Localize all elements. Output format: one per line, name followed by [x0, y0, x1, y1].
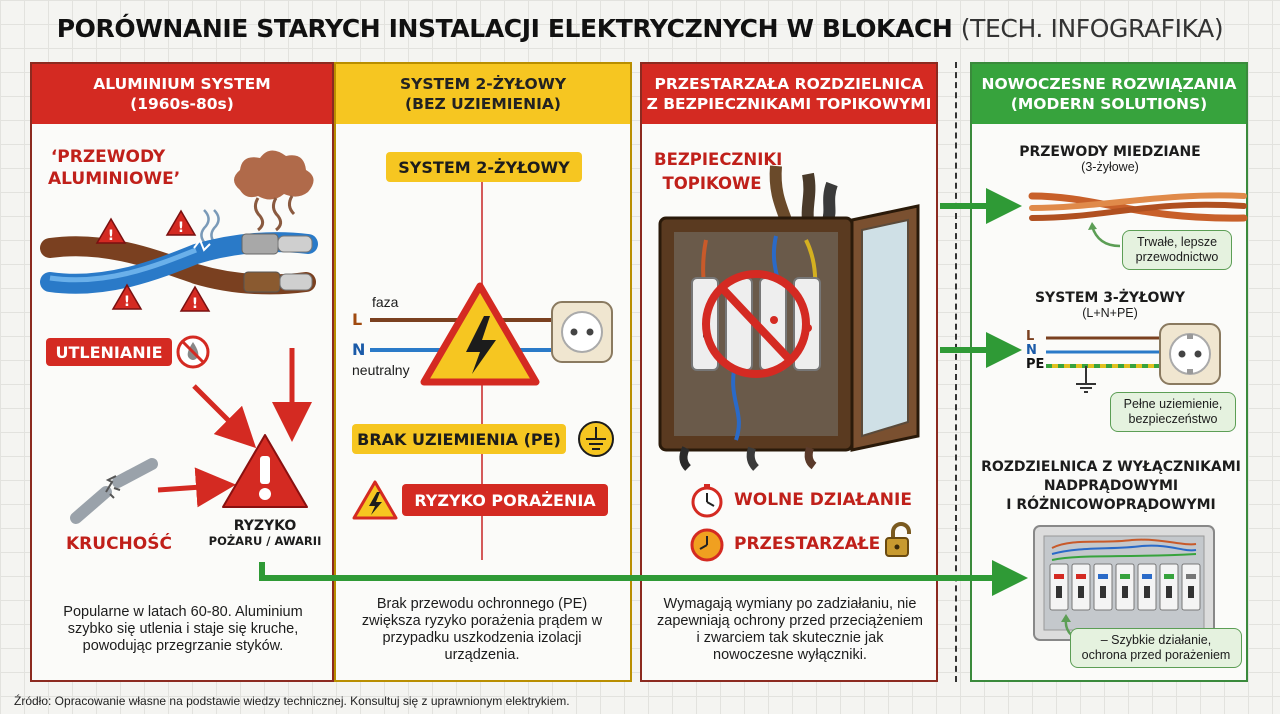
neutral-letter: N — [352, 340, 366, 359]
fuse-box-description: Wymagają wymiany po zadziałaniu, nie zap… — [657, 596, 923, 663]
oxidation-badge: UTLENIANIE — [46, 338, 172, 366]
fumes-icon — [200, 209, 220, 243]
brittleness-label: KRUCHOŚĆ — [66, 534, 172, 554]
fuses-label-line2: TOPIKOWE — [662, 174, 762, 193]
svg-text:!: ! — [124, 294, 130, 310]
letter-pe: PE — [1026, 357, 1045, 372]
section-divider — [955, 62, 957, 682]
three-wire-note: Pełne uziemienie, bezpieczeństwo — [1110, 392, 1236, 432]
modern-breaker-board-illustration — [1033, 525, 1215, 641]
aluminium-description: Popularne w latach 60-80. Aluminium szyb… — [63, 604, 303, 654]
heading-line1: PRZESTARZAŁA ROZDZIELNICA — [654, 75, 924, 93]
heading-line2: (BEZ UZIEMIENIA) — [405, 95, 561, 113]
three-wire-letters: L N PE — [1026, 330, 1044, 372]
no-water-icon — [176, 335, 210, 369]
broken-wire-icon — [70, 458, 158, 524]
two-wire-badge: SYSTEM 2-ŻYŁOWY — [386, 152, 582, 182]
three-wire-sub: (L+N+PE) — [1082, 306, 1138, 320]
outdated-label: PRZESTARZAŁE — [734, 534, 881, 554]
no-ground-label: BRAK UZIEMIENIA (PE) — [357, 429, 561, 449]
svg-text:!: ! — [108, 228, 114, 244]
risk-label-line1: RYZYKO — [233, 518, 297, 534]
grounded-socket-icon — [1159, 323, 1221, 385]
three-wire-title-text: SYSTEM 3-ŻYŁOWY — [1034, 290, 1186, 306]
old-fuse-box-illustration: M06 — [658, 165, 920, 471]
oxidation-label: UTLENIANIE — [55, 342, 163, 362]
panel-modern-heading: NOWOCZESNE ROZWIĄZANIA (MODERN SOLUTIONS… — [972, 64, 1246, 124]
phase-letter: L — [352, 310, 363, 329]
heading-line2: (1960s-80s) — [130, 95, 234, 113]
clock-icon — [690, 528, 724, 562]
phase-label: faza — [372, 294, 399, 310]
wires-label-line2: ALUMINIOWE’ — [48, 169, 181, 189]
callout-arrow — [1088, 222, 1121, 248]
wires-label-line1: ‘PRZEWODY — [50, 147, 166, 167]
copper-title: PRZEWODY MIEDZIANE — [1019, 144, 1201, 160]
copper-note: Trwałe, lepsze przewodnictwo — [1122, 230, 1232, 270]
shock-risk-badge: RYZYKO PORAŻENIA — [402, 484, 608, 516]
heading-line1: SYSTEM 2-ŻYŁOWY — [399, 75, 567, 93]
board-title-line3: I RÓŻNICOWOPRĄDOWYMI — [1006, 497, 1216, 513]
shock-warning-icon — [352, 480, 398, 520]
risk-label-line2: POŻARU / AWARII — [208, 534, 322, 548]
open-padlock-icon — [885, 522, 911, 557]
smoke-icon — [234, 150, 314, 232]
neutral-label: neutralny — [352, 362, 410, 378]
three-wire-diagram — [1046, 336, 1164, 393]
source-footer: Źródło: Opracowanie własne na podstawie … — [14, 694, 570, 708]
board-title-line2: NADPRĄDOWYMI — [1043, 478, 1179, 494]
high-voltage-icon — [420, 282, 540, 386]
two-wire-description: Brak przewodu ochronnego (PE) zwiększa r… — [361, 596, 603, 663]
slow-action-label: WOLNE DZIAŁANIE — [734, 490, 912, 510]
shock-risk-label: RYZYKO PORAŻENIA — [414, 490, 596, 510]
no-ground-badge: BRAK UZIEMIENIA (PE) — [352, 424, 566, 454]
risk-label: RYZYKO POŻARU / AWARII — [198, 518, 332, 548]
warning-icon: ! — [165, 209, 197, 236]
heading-line1: ALUMINIUM SYSTEM — [93, 75, 271, 93]
warning-icon: ! — [95, 217, 127, 244]
board-note: – Szybkie działanie, ochrona przed poraż… — [1070, 628, 1242, 668]
board-title-line1: ROZDZIELNICA Z WYŁĄCZNIKAMI — [981, 459, 1241, 475]
panel-aluminium-heading: ALUMINIUM SYSTEM (1960s-80s) — [32, 64, 332, 124]
copper-wires-title: PRZEWODY MIEDZIANE (3-żyłowe) — [990, 144, 1230, 174]
fire-risk-warning-icon — [222, 434, 308, 508]
heading-line1: NOWOCZESNE ROZWIĄZANIA — [981, 75, 1237, 93]
ground-icon — [578, 421, 614, 457]
svg-text:!: ! — [178, 220, 184, 236]
three-wire-title: SYSTEM 3-ŻYŁOWY (L+N+PE) — [990, 290, 1230, 320]
modern-board-title: ROZDZIELNICA Z WYŁĄCZNIKAMI NADPRĄDOWYMI… — [980, 458, 1242, 515]
two-wire-badge-label: SYSTEM 2-ŻYŁOWY — [398, 157, 570, 177]
copper-wires-illustration — [1028, 192, 1248, 222]
socket-icon — [551, 301, 613, 363]
fuses-label-line1: BEZPIECZNIKI — [654, 150, 783, 169]
heading-line2: Z BEZPIECZNIKAMI TOPIKOWYMI — [646, 95, 932, 113]
page-title: PORÓWNANIE STARYCH INSTALACJI ELEKTRYCZN… — [0, 14, 1280, 43]
panel-two-wire-heading: SYSTEM 2-ŻYŁOWY (BEZ UZIEMIENIA) — [336, 64, 630, 124]
risk-arrows — [157, 348, 312, 508]
fuses-label: BEZPIECZNIKI TOPIKOWE — [654, 148, 783, 196]
letter-l: L — [1026, 329, 1035, 344]
title-main: PORÓWNANIE STARYCH INSTALACJI ELEKTRYCZN… — [56, 14, 953, 43]
copper-sub: (3-żyłowe) — [1081, 160, 1139, 174]
svg-text:!: ! — [192, 296, 198, 312]
title-suffix: (TECH. INFOGRAFIKA) — [960, 14, 1224, 43]
warning-icon: ! — [179, 285, 211, 312]
letter-n: N — [1026, 343, 1037, 358]
warning-icon: ! — [111, 283, 143, 310]
aluminium-wires-illustration — [40, 232, 318, 295]
stopwatch-icon — [691, 484, 723, 518]
heading-line2: (MODERN SOLUTIONS) — [1010, 95, 1208, 113]
aluminium-wires-label: ‘PRZEWODY ALUMINIOWE’ — [48, 146, 181, 190]
panel-fuse-box-heading: PRZESTARZAŁA ROZDZIELNICA Z BEZPIECZNIKA… — [642, 64, 936, 124]
